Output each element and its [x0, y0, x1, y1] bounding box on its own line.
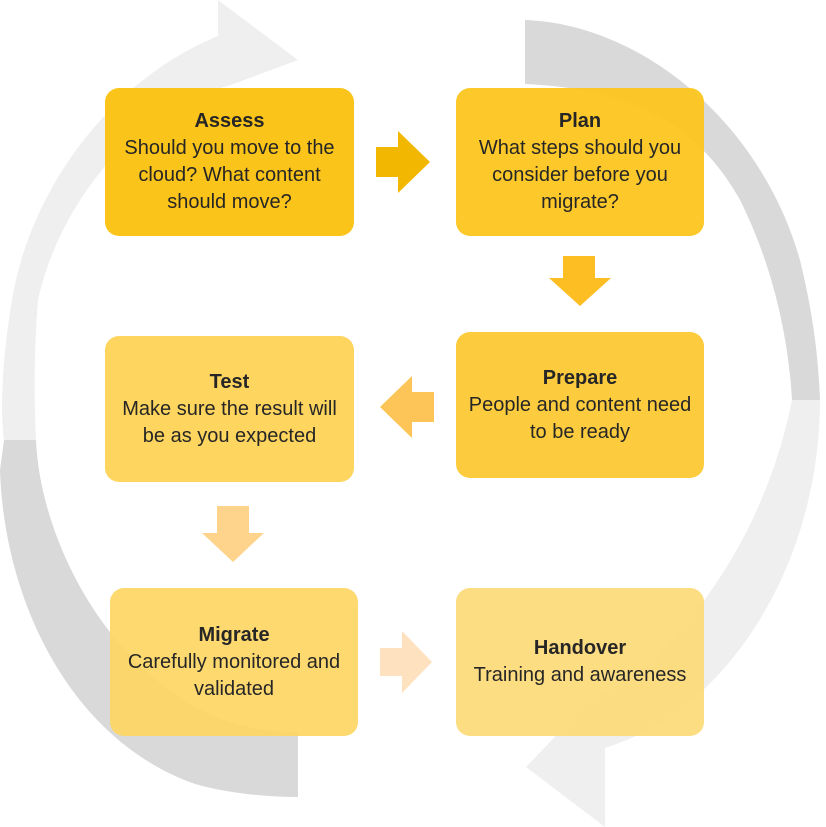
step-title: Assess [194, 110, 265, 132]
step-description: What steps should you consider before yo… [478, 137, 682, 213]
step-title: Handover [533, 637, 627, 659]
cycle-arrow-top-left-icon [12, 0, 298, 300]
arrow-down-icon [202, 506, 264, 562]
step-prepare: Prepare People and content need to be re… [456, 332, 704, 478]
step-plan: Plan What steps should you consider befo… [456, 88, 704, 236]
step-assess: Assess Should you move to the cloud? Wha… [105, 88, 354, 236]
step-migrate: Migrate Carefully monitored and validate… [110, 588, 358, 736]
step-title: Prepare [542, 366, 618, 389]
step-test: Test Make sure the result will be as you… [105, 336, 354, 482]
step-title: Migrate [198, 623, 270, 646]
cycle-arc-left-upper [2, 300, 39, 440]
step-description: Carefully monitored and validated [127, 650, 341, 700]
step-title: Plan [558, 110, 602, 132]
step-description: People and content need to be ready [468, 393, 692, 443]
step-description: Should you move to the cloud? What conte… [124, 137, 335, 213]
arrow-right-icon [380, 631, 432, 693]
arrow-left-icon [380, 376, 434, 438]
step-handover: Handover Training and awareness [456, 588, 704, 736]
step-description: Training and awareness [473, 664, 687, 686]
step-description: Make sure the result will be as you expe… [122, 397, 337, 447]
arrow-down-icon [549, 256, 611, 306]
step-title: Test [209, 370, 250, 393]
arrow-right-icon [376, 131, 430, 193]
